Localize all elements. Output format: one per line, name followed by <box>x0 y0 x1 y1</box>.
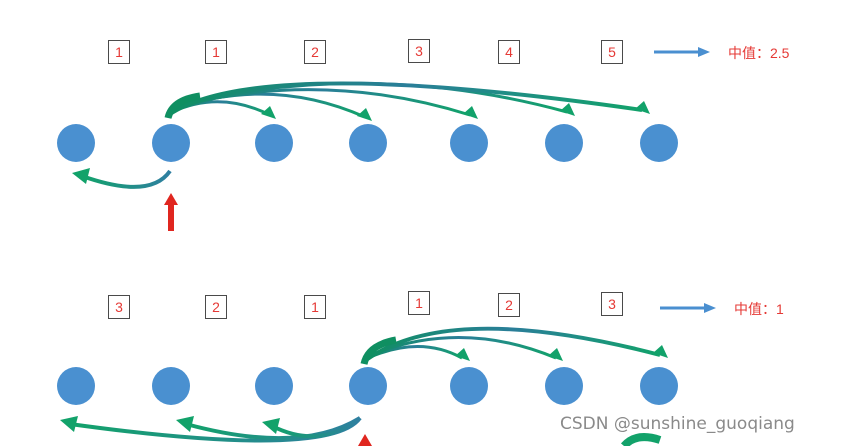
node <box>57 367 95 405</box>
node <box>349 124 387 162</box>
node <box>349 367 387 405</box>
count-box: 2 <box>498 293 520 317</box>
legend-arrowhead <box>698 47 710 57</box>
node <box>255 367 293 405</box>
arrowhead <box>176 416 194 432</box>
arrowhead <box>357 108 372 121</box>
node <box>152 367 190 405</box>
pointer-arrow-shaft <box>168 203 174 231</box>
arrowhead <box>261 106 276 119</box>
back-arc-arrow <box>81 169 172 189</box>
arrowhead <box>635 101 650 114</box>
node <box>450 367 488 405</box>
node <box>57 124 95 162</box>
count-box: 4 <box>498 40 520 64</box>
row-1-nodes <box>57 124 678 162</box>
node <box>450 124 488 162</box>
pointer-arrow-head <box>358 434 372 446</box>
arrowhead <box>548 348 563 361</box>
arrowhead <box>72 168 90 184</box>
arrowhead <box>653 345 668 358</box>
node <box>545 367 583 405</box>
median-label: 中值：2.5 <box>728 45 790 61</box>
row-1-arrows <box>72 47 710 231</box>
arrowhead <box>560 103 575 116</box>
row-2-nodes <box>57 367 678 405</box>
pointer-arrow-head <box>164 193 178 205</box>
arrowhead <box>60 416 78 432</box>
count-box: 5 <box>601 40 623 64</box>
count-box: 3 <box>108 295 130 319</box>
arrowhead <box>262 418 280 434</box>
count-box: 2 <box>205 295 227 319</box>
arrowhead <box>463 106 478 119</box>
count-box: 1 <box>108 40 130 64</box>
row-2-arrows <box>60 303 716 446</box>
count-box: 3 <box>601 292 623 316</box>
node <box>640 124 678 162</box>
count-box: 1 <box>408 291 430 315</box>
node <box>640 367 678 405</box>
median-label: 中值：1 <box>734 301 784 317</box>
watermark: CSDN @sunshine_guoqiang <box>560 414 795 434</box>
count-box: 3 <box>408 39 430 63</box>
arrowhead <box>455 348 470 361</box>
count-box: 2 <box>304 40 326 64</box>
count-box: 1 <box>205 40 227 64</box>
count-box: 1 <box>304 295 326 319</box>
legend-arrowhead <box>704 303 716 313</box>
node <box>255 124 293 162</box>
node <box>152 124 190 162</box>
node <box>545 124 583 162</box>
